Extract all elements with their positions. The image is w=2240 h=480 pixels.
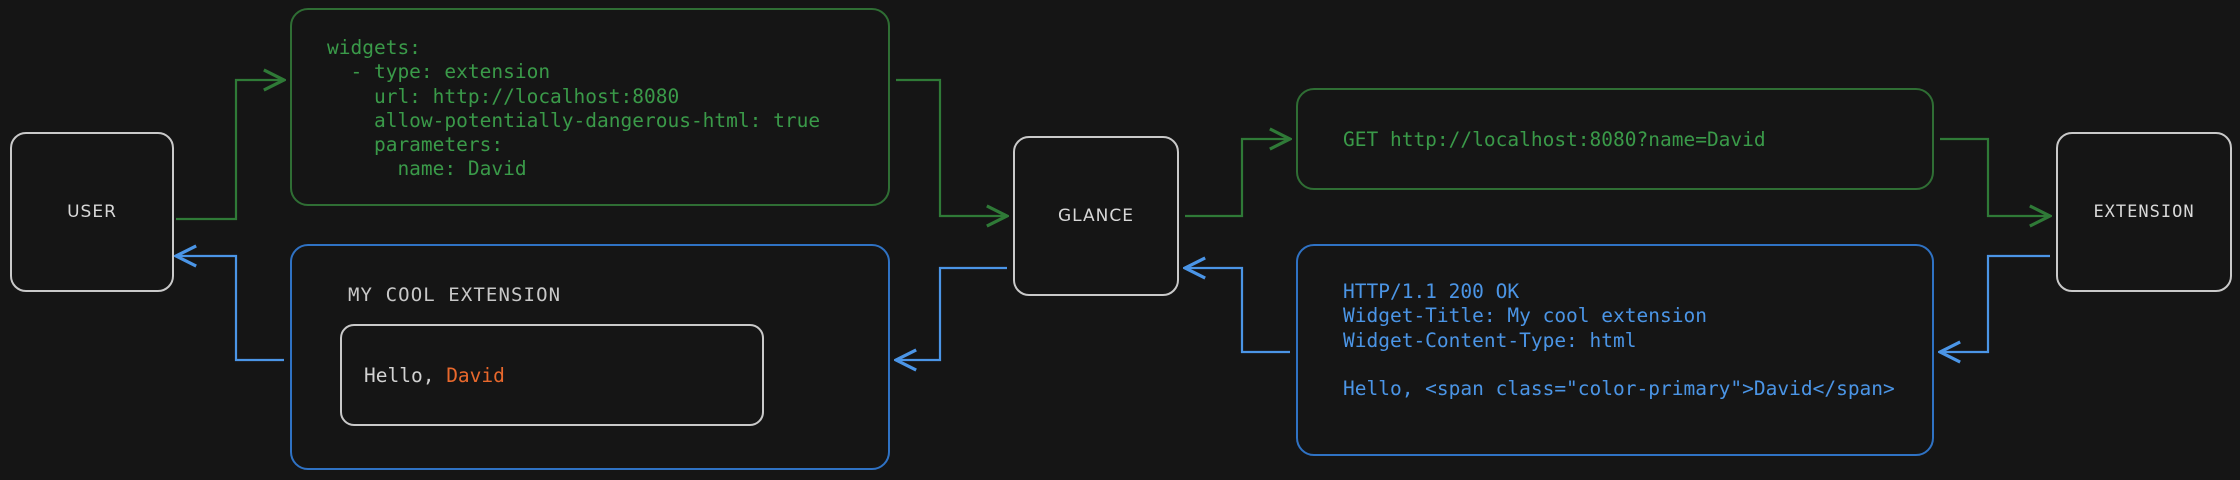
wire-widget-to-user: [176, 256, 284, 362]
panel-http-request: GET http://localhost:8080?name=David: [1296, 88, 1934, 190]
glance-config-yaml-text: widgets: - type: extension url: http://l…: [327, 36, 821, 181]
panel-http-response: HTTP/1.1 200 OK Widget-Title: My cool ex…: [1296, 244, 1934, 456]
wire-extension-to-response: [1940, 254, 2050, 352]
wire-glance-to-request: [1185, 139, 1290, 218]
widget-greeting-text: Hello, David: [342, 364, 505, 387]
panel-rendered-widget: MY COOL EXTENSION Hello, David: [290, 244, 890, 470]
http-request-text: GET http://localhost:8080?name=David: [1343, 128, 1766, 151]
node-glance[interactable]: GLANCE: [1013, 136, 1179, 296]
node-extension[interactable]: EXTENSION: [2056, 132, 2232, 292]
wire-request-to-extension: [1940, 137, 2050, 216]
widget-greeting-prefix: Hello,: [364, 363, 447, 387]
node-user-label: USER: [67, 202, 117, 222]
http-response-text: HTTP/1.1 200 OK Widget-Title: My cool ex…: [1343, 280, 1895, 401]
node-user[interactable]: USER: [10, 132, 174, 292]
wire-glance-to-widget: [896, 266, 1007, 360]
wire-yaml-to-glance: [896, 78, 1007, 216]
panel-glance-config-yaml: widgets: - type: extension url: http://l…: [290, 8, 890, 206]
node-extension-label: EXTENSION: [2093, 202, 2195, 222]
widget-title: MY COOL EXTENSION: [348, 284, 562, 306]
node-glance-label: GLANCE: [1058, 206, 1134, 226]
wire-user-to-yaml: [176, 80, 284, 221]
widget-content-card: Hello, David: [340, 324, 764, 426]
widget-greeting-name: David: [446, 363, 505, 387]
wire-response-to-glance: [1185, 268, 1290, 354]
